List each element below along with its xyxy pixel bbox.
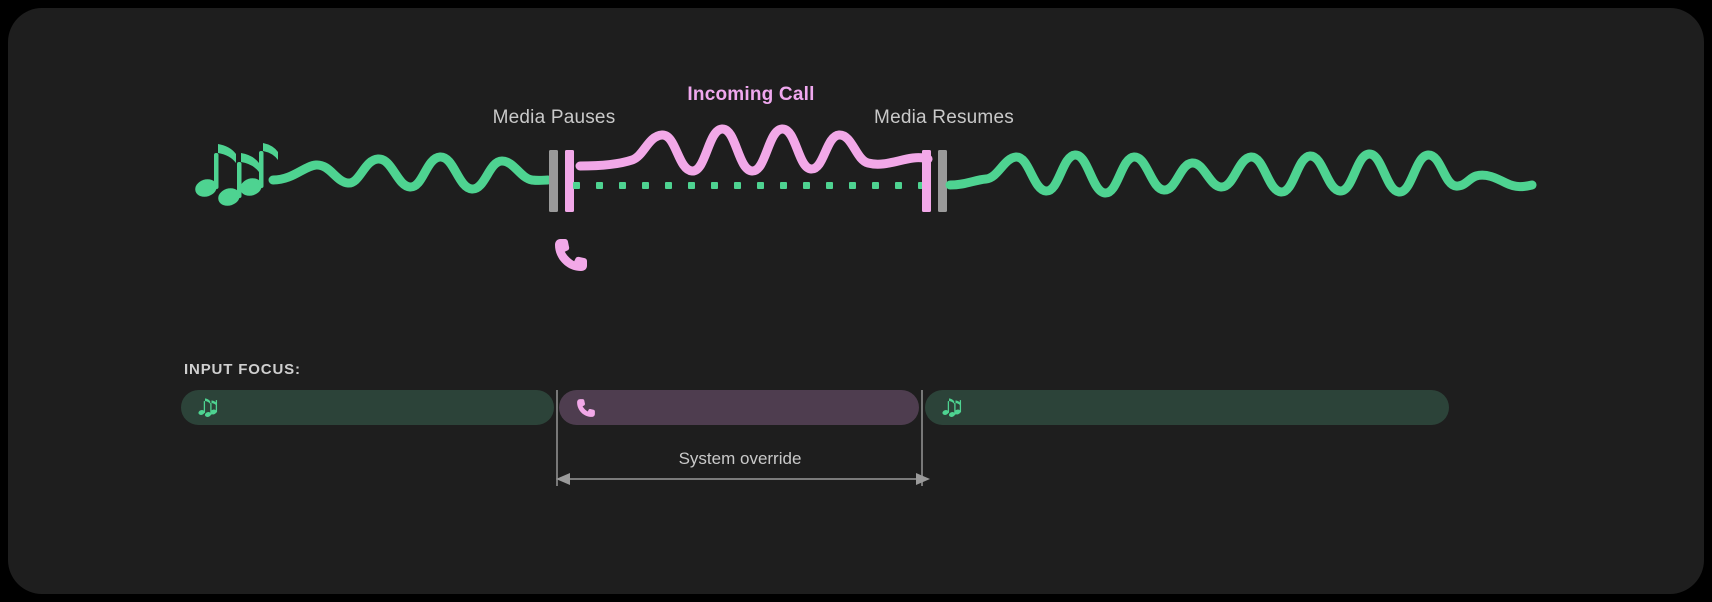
label-incoming-call: Incoming Call [687,84,815,105]
resume-marker-bar-pink [922,150,931,212]
focus-bar-media-before[interactable] [181,390,554,425]
music-notes-icon [942,398,964,417]
label-media-pauses: Media Pauses [492,107,616,128]
focus-bar-call[interactable] [559,390,919,425]
focus-bar-media-after[interactable] [925,390,1449,425]
waveform-media-before [268,152,553,194]
media-paused-dotted-line [573,182,925,189]
music-notes-icon [195,143,278,206]
override-boundary-left [556,390,558,486]
resume-marker-bar-gray [938,150,947,212]
music-notes-icon [198,398,220,417]
pause-marker-bar-gray [549,150,558,212]
phone-icon [576,398,596,418]
pause-marker-bar-pink [565,150,574,212]
waveform-media-after [945,149,1537,198]
override-label: System override [678,449,802,468]
input-focus-title: INPUT FOCUS: [184,361,301,378]
double-headed-arrow-icon [556,473,930,485]
label-media-resumes: Media Resumes [874,107,1014,128]
diagram-panel: Incoming Call Media Pauses Media Resumes [8,8,1704,594]
override-boundary-right [921,390,923,486]
timeline-waveform [195,124,1537,271]
waveform-incoming-call [575,124,933,176]
phone-icon [555,239,587,271]
